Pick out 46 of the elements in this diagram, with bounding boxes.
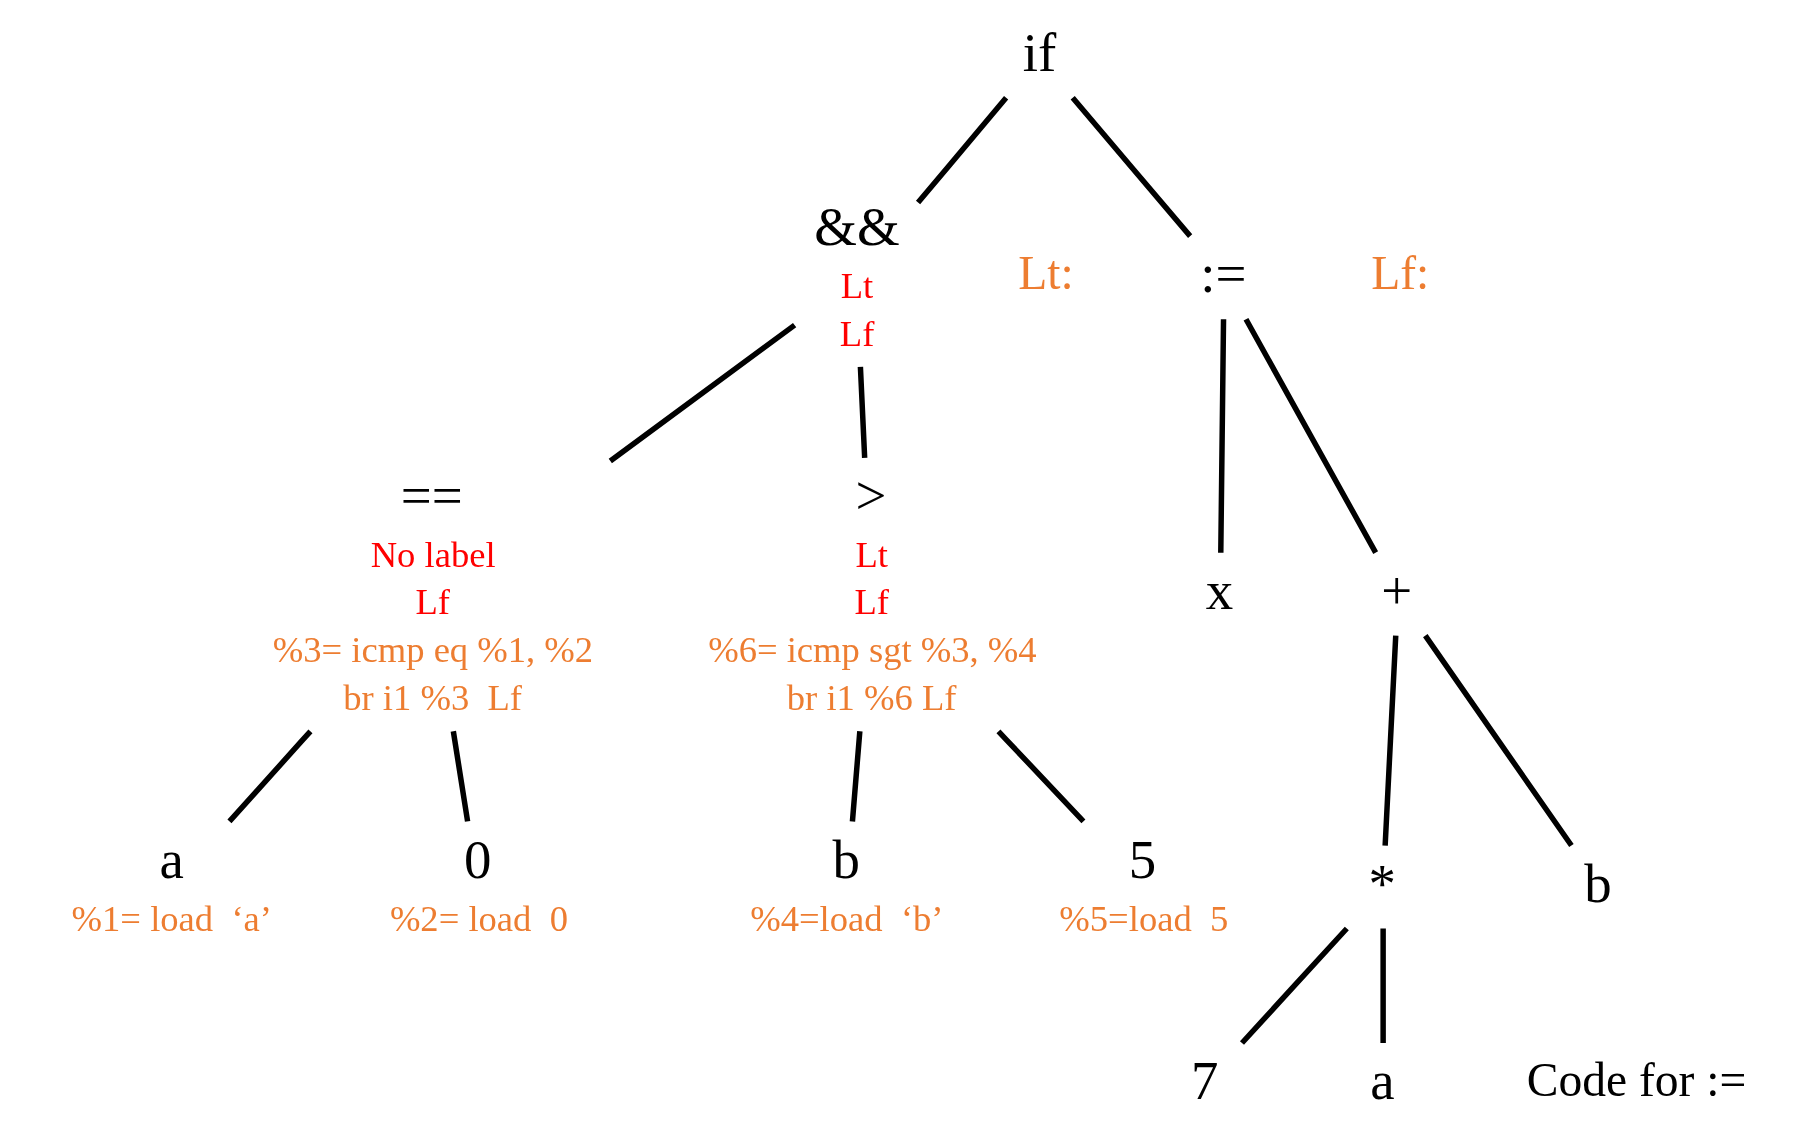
connector <box>1382 635 1399 846</box>
node-label: Lf <box>839 312 875 354</box>
node-label: %6= icmp sgt %3, %4 <box>708 628 1037 670</box>
node-text: && <box>814 195 900 257</box>
node-text: > <box>855 464 887 526</box>
connector <box>915 96 1009 205</box>
connector <box>996 729 1086 824</box>
node-text: + <box>1381 559 1413 621</box>
connector <box>1239 926 1349 1045</box>
connector <box>849 731 863 822</box>
connector <box>1218 319 1227 553</box>
connector <box>1243 317 1379 554</box>
node-label: br i1 %6 Lf <box>786 676 957 718</box>
node-label: %1= load ‘a’ <box>71 897 273 939</box>
node-label: %4=load ‘b’ <box>750 897 944 939</box>
node-label: Lt <box>840 264 874 306</box>
node-label: %2= load 0 <box>389 897 568 939</box>
node-label: No label <box>370 533 496 575</box>
node-label: Lt <box>855 533 888 575</box>
node-text: b <box>832 828 860 890</box>
connector <box>450 730 471 822</box>
node-text: == <box>400 464 463 526</box>
node-label: Lf <box>854 581 890 623</box>
connector <box>1380 928 1386 1043</box>
node-text: a <box>1370 1050 1395 1112</box>
node-label: Lf <box>415 581 451 623</box>
label: Code for := <box>1526 1054 1747 1107</box>
connector <box>608 322 797 464</box>
node-text: 0 <box>463 828 492 890</box>
node-text: 7 <box>1191 1050 1219 1112</box>
node-label: %3= icmp eq %1, %2 <box>272 628 594 670</box>
connector <box>1423 634 1574 848</box>
node-text: := <box>1200 243 1247 305</box>
node-text: a <box>159 828 184 890</box>
node-text: 5 <box>1128 828 1157 890</box>
connector <box>857 366 868 458</box>
node-label: br i1 %3 Lf <box>343 676 523 718</box>
label: Lf: <box>1371 247 1430 300</box>
node-text: x <box>1205 559 1234 621</box>
node-text: b <box>1584 852 1612 914</box>
node-label: %5=load 5 <box>1059 897 1229 939</box>
label: Lt: <box>1018 247 1074 300</box>
connector <box>1070 95 1193 238</box>
connector <box>227 729 313 824</box>
node-text: if <box>1022 22 1057 84</box>
node-text: * <box>1368 852 1396 914</box>
